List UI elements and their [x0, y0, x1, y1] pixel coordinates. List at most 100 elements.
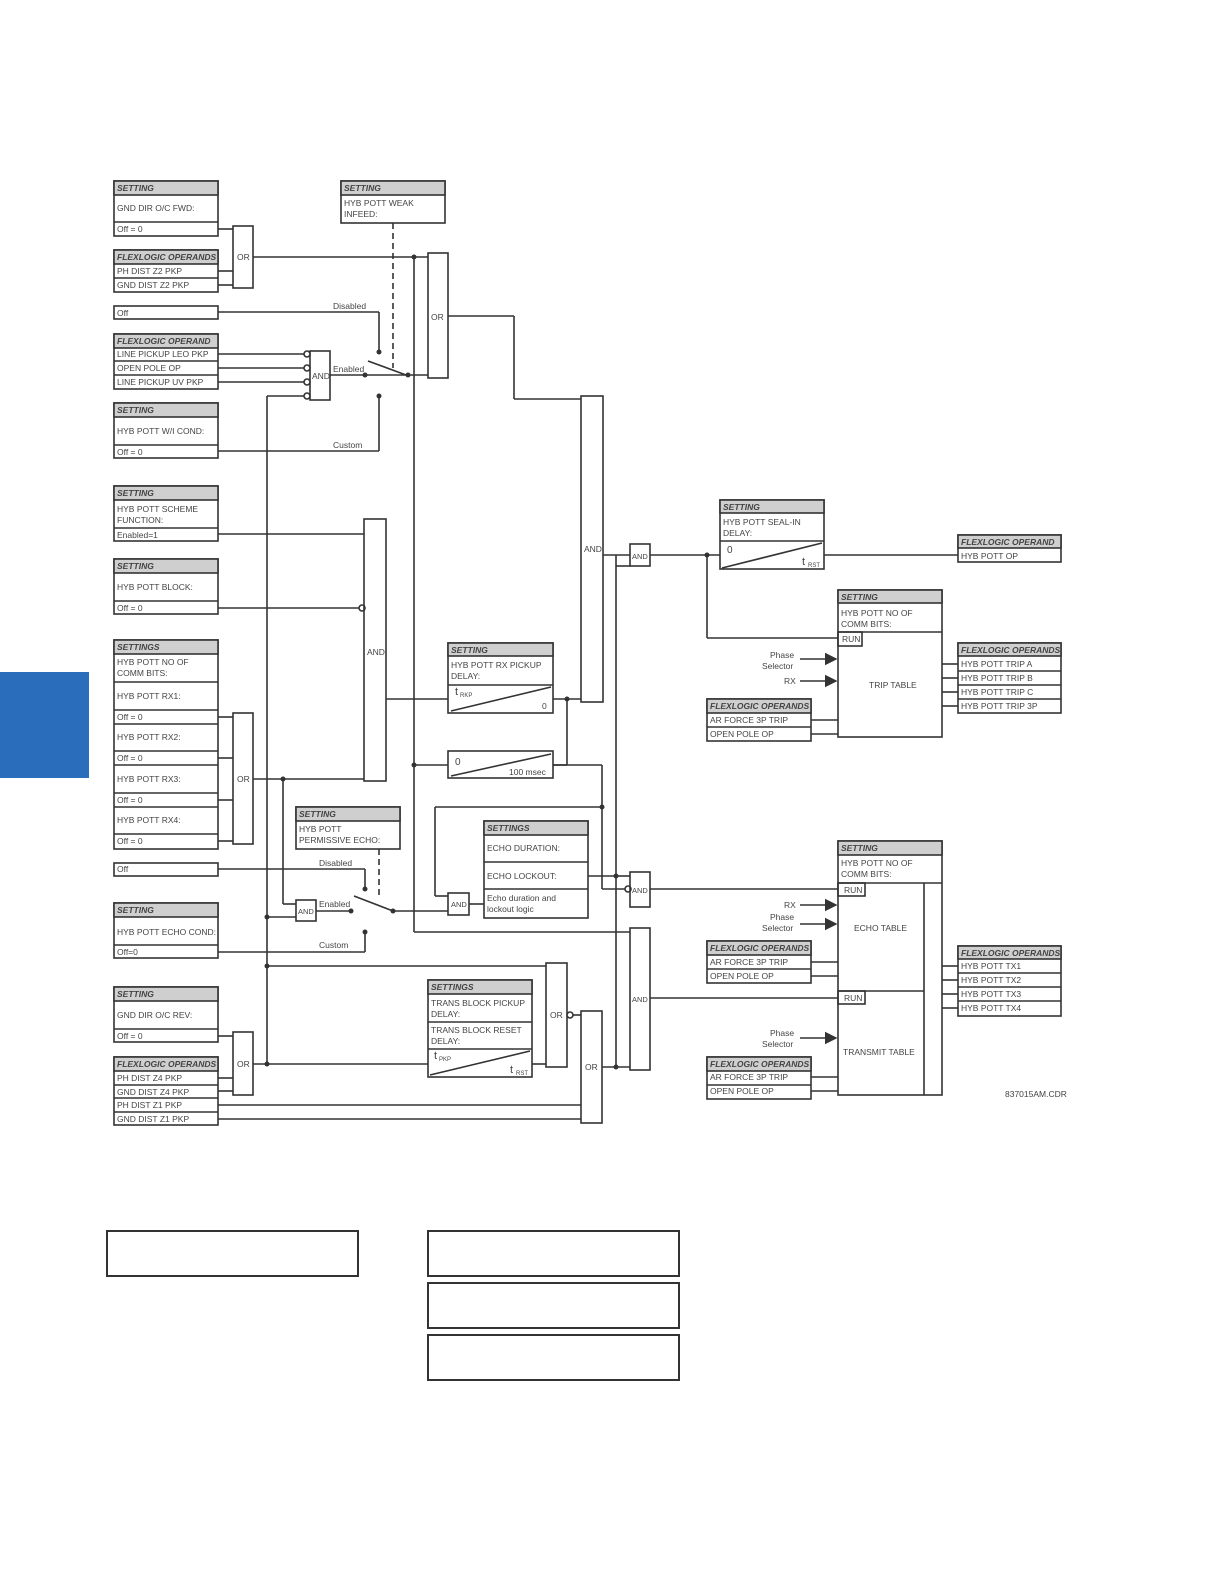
operand-item: HYB POTT TRIP 3P — [961, 701, 1038, 711]
setting-value: Off = 0 — [117, 447, 143, 457]
operand-item: HYB POTT TRIP B — [961, 673, 1033, 683]
operand-item: GND DIST Z4 PKP — [117, 1087, 189, 1097]
setting-name: TRANS BLOCK PICKUP — [431, 998, 525, 1008]
setting-header: SETTING — [117, 405, 154, 415]
selector-label: Selector — [762, 661, 793, 671]
operand-item: GND DIST Z2 PKP — [117, 280, 189, 290]
legend-box — [427, 1334, 680, 1381]
echo-table-label: ECHO TABLE — [854, 923, 907, 933]
timer-sub: RKP — [460, 693, 472, 699]
setting-value: Off = 0 — [117, 795, 143, 805]
operand-item: OPEN POLE OP — [710, 1086, 774, 1096]
setting-name: PERMISSIVE ECHO: — [299, 835, 380, 845]
echo-logic-label: lockout logic — [487, 904, 535, 914]
setting-name: HYB POTT W/I COND: — [117, 426, 204, 436]
setting-name: HYB POTT RX3: — [117, 774, 181, 784]
setting-header: SETTINGS — [431, 982, 474, 992]
operand-item: LINE PICKUP UV PKP — [117, 377, 204, 387]
disabled-label: Disabled — [333, 301, 366, 311]
operand-item: PH DIST Z2 PKP — [117, 266, 182, 276]
setting-header: SETTING — [841, 592, 878, 602]
and-gate-label: AND — [312, 371, 330, 381]
timer-zero: 0 — [542, 701, 547, 711]
timer-zero: 0 — [455, 757, 461, 768]
rx-label: RX — [784, 676, 796, 686]
and-gate-label: AND — [451, 900, 467, 909]
operand-header: FLEXLOGIC OPERANDS — [710, 1059, 810, 1069]
or-gate-label: OR — [237, 774, 250, 784]
custom-label: Custom — [333, 440, 362, 450]
setting-name: HYB POTT — [299, 824, 342, 834]
setting-value: Off = 0 — [117, 836, 143, 846]
operand-header: FLEXLOGIC OPERANDS — [710, 701, 810, 711]
setting-value: Off = 0 — [117, 1031, 143, 1041]
setting-name: COMM BITS: — [841, 869, 892, 879]
setting-header: SETTING — [117, 905, 154, 915]
operand-item: PH DIST Z4 PKP — [117, 1073, 182, 1083]
disabled-label: Disabled — [319, 858, 352, 868]
custom-label: Custom — [319, 940, 348, 950]
setting-name: DELAY: — [723, 528, 752, 538]
setting-value: Off = 0 — [117, 753, 143, 763]
setting-name: DELAY: — [451, 671, 480, 681]
legend-box — [427, 1282, 680, 1329]
rx-label: RX — [784, 900, 796, 910]
setting-value: Off = 0 — [117, 224, 143, 234]
figure-id: 837015AM.CDR — [1005, 1089, 1067, 1099]
run-label: RUN — [842, 634, 860, 644]
legend-box — [106, 1230, 359, 1277]
section-tab — [0, 672, 89, 778]
timer-label: 100 msec — [509, 767, 547, 777]
operand-header: FLEXLOGIC OPERAND — [961, 537, 1055, 547]
timer-sub: RST — [516, 1071, 528, 1077]
setting-name: HYB POTT NO OF — [841, 858, 913, 868]
setting-name: COMM BITS: — [117, 668, 168, 678]
operand-item: OPEN POLE OP — [710, 729, 774, 739]
or-gate-label: OR — [550, 1010, 563, 1020]
setting-name: HYB POTT WEAK — [344, 198, 414, 208]
timer-sub: PKP — [439, 1057, 451, 1063]
operand-item: AR FORCE 3P TRIP — [710, 1072, 788, 1082]
setting-name: COMM BITS: — [841, 619, 892, 629]
setting-header: SETTING — [841, 843, 878, 853]
run-label: RUN — [844, 993, 862, 1003]
setting-name: HYB POTT ECHO COND: — [117, 927, 216, 937]
setting-value: Off=0 — [117, 947, 138, 957]
timer-t: t — [802, 556, 805, 568]
timer-t: t — [434, 1050, 437, 1062]
setting-name: HYB POTT RX PICKUP — [451, 660, 542, 670]
legend-box — [427, 1230, 680, 1277]
transmit-table-label: TRANSMIT TABLE — [843, 1047, 915, 1057]
operand-item: AR FORCE 3P TRIP — [710, 715, 788, 725]
operand-header: FLEXLOGIC OPERANDS — [117, 1059, 217, 1069]
or-gate-label: OR — [431, 312, 444, 322]
and-gate-label: AND — [632, 995, 648, 1004]
and-gate-label: AND — [367, 647, 385, 657]
operand-header: FLEXLOGIC OPERANDS — [961, 645, 1061, 655]
selector-label: Selector — [762, 923, 793, 933]
operand-item: HYB POTT TX4 — [961, 1003, 1021, 1013]
setting-name: HYB POTT SEAL-IN — [723, 517, 801, 527]
operand-item: HYB POTT TX3 — [961, 989, 1021, 999]
setting-header: SETTINGS — [487, 823, 530, 833]
timer-sub: RST — [808, 563, 820, 569]
setting-name: DELAY: — [431, 1036, 460, 1046]
operand-item: PH DIST Z1 PKP — [117, 1100, 182, 1110]
operand-item: HYB POTT TRIP C — [961, 687, 1033, 697]
setting-name: TRANS BLOCK RESET — [431, 1025, 522, 1035]
setting-header: SETTING — [117, 989, 154, 999]
setting-name: HYB POTT NO OF — [117, 657, 189, 667]
setting-header: SETTING — [344, 183, 381, 193]
operand-item: OPEN POLE OP — [710, 971, 774, 981]
and-gate-label: AND — [584, 544, 602, 554]
setting-header: SETTING — [117, 561, 154, 571]
and-gate-label: AND — [632, 552, 648, 561]
run-label: RUN — [844, 885, 862, 895]
or-gate-label: OR — [237, 252, 250, 262]
setting-name: HYB POTT BLOCK: — [117, 582, 193, 592]
operand-item: HYB POTT TX1 — [961, 961, 1021, 971]
setting-header: SETTING — [117, 183, 154, 193]
setting-name: INFEED: — [344, 209, 378, 219]
setting-name: HYB POTT NO OF — [841, 608, 913, 618]
